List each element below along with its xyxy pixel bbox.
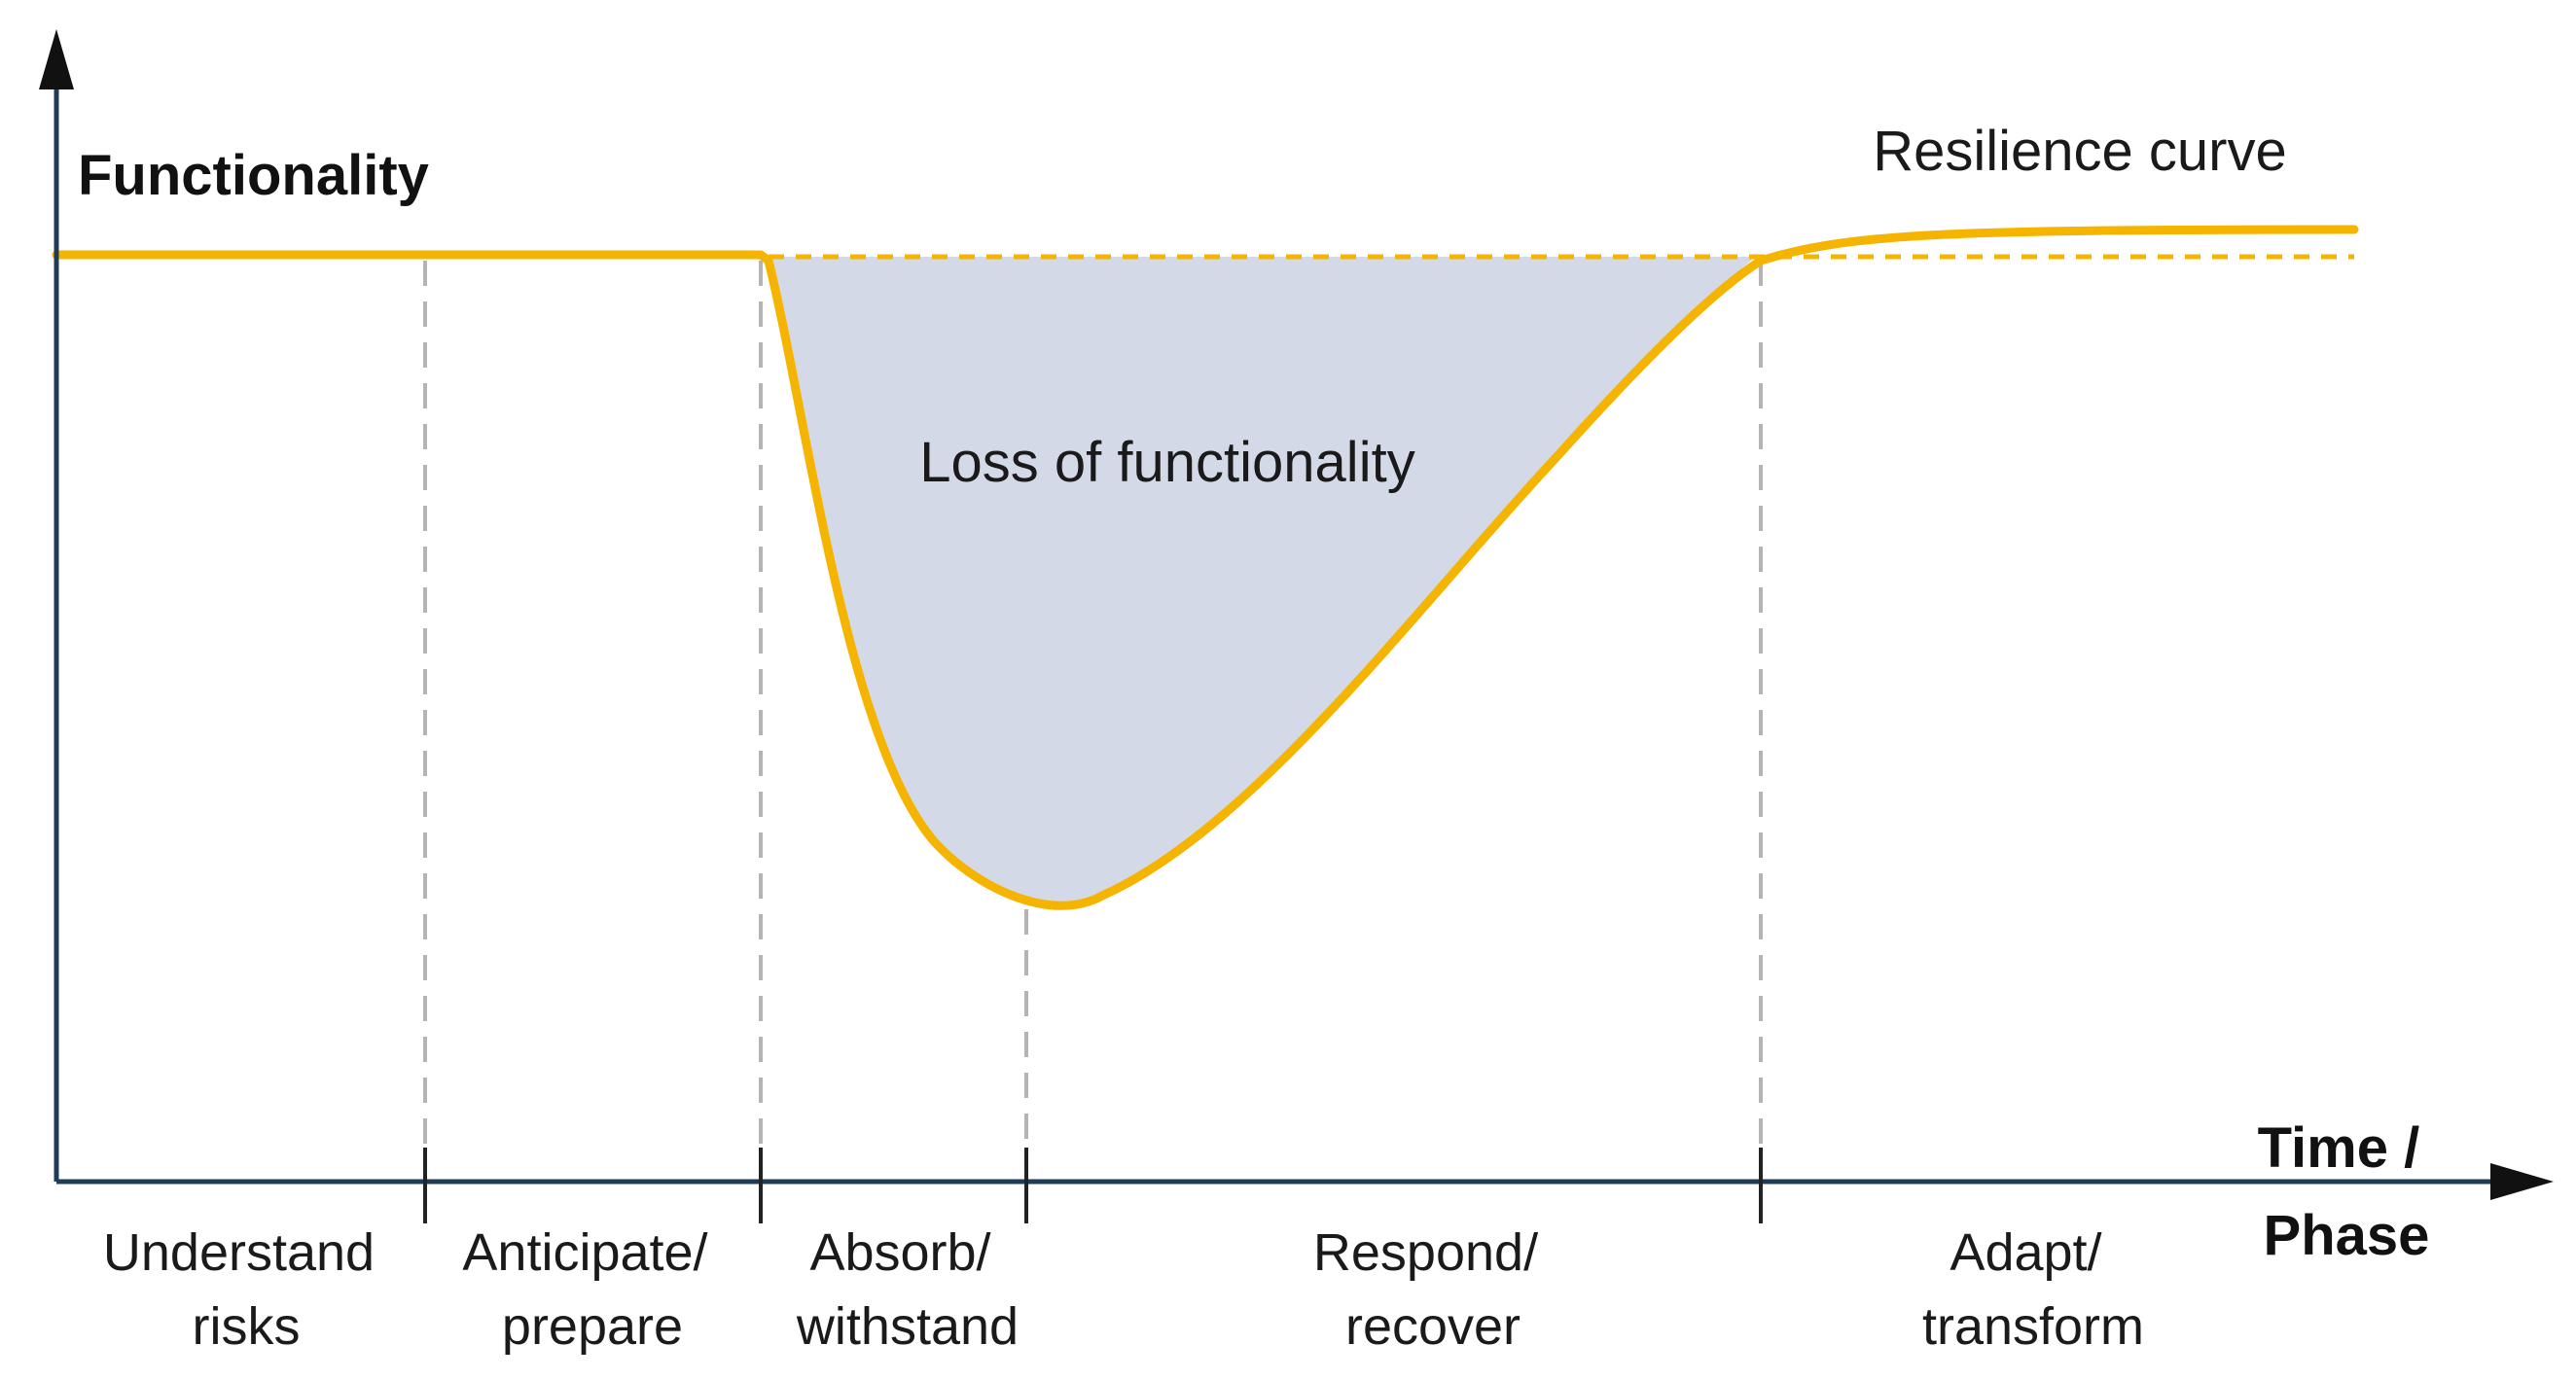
phase-label-line: withstand	[796, 1297, 1019, 1356]
arrow-up-icon	[39, 29, 74, 89]
phase-label-line: Anticipate/	[462, 1223, 707, 1282]
x-axis-title: Time / Phase	[2258, 1116, 2436, 1267]
phase-label-line: Adapt/	[1950, 1223, 2101, 1282]
phase-label-absorb: Absorb/ withstand	[796, 1223, 1019, 1356]
phase-label-line: Understand	[103, 1223, 375, 1282]
phase-label-line: recover	[1345, 1297, 1521, 1356]
phase-label-line: Absorb/	[809, 1223, 990, 1282]
phase-label-line: transform	[1922, 1297, 2144, 1356]
area-label: Loss of functionality	[919, 431, 1414, 494]
phase-label-line: risks	[193, 1297, 301, 1356]
x-axis-title-line-1: Time /	[2258, 1116, 2420, 1180]
phase-label-line: Respond/	[1313, 1223, 1538, 1282]
arrow-right-icon	[2490, 1163, 2554, 1200]
x-axis-title-line-2: Phase	[2264, 1204, 2430, 1267]
phase-label-anticipate: Anticipate/ prepare	[462, 1223, 722, 1356]
curve-label: Resilience curve	[1873, 120, 2287, 183]
loss-of-functionality-area	[769, 257, 1756, 906]
phase-label-understand: Understand risks	[103, 1223, 389, 1356]
y-axis-title: Functionality	[78, 144, 429, 207]
phase-label-respond: Respond/ recover	[1313, 1223, 1553, 1356]
phase-label-line: prepare	[502, 1297, 683, 1356]
phase-label-adapt: Adapt/ transform	[1922, 1223, 2144, 1356]
resilience-curve	[52, 225, 2359, 910]
